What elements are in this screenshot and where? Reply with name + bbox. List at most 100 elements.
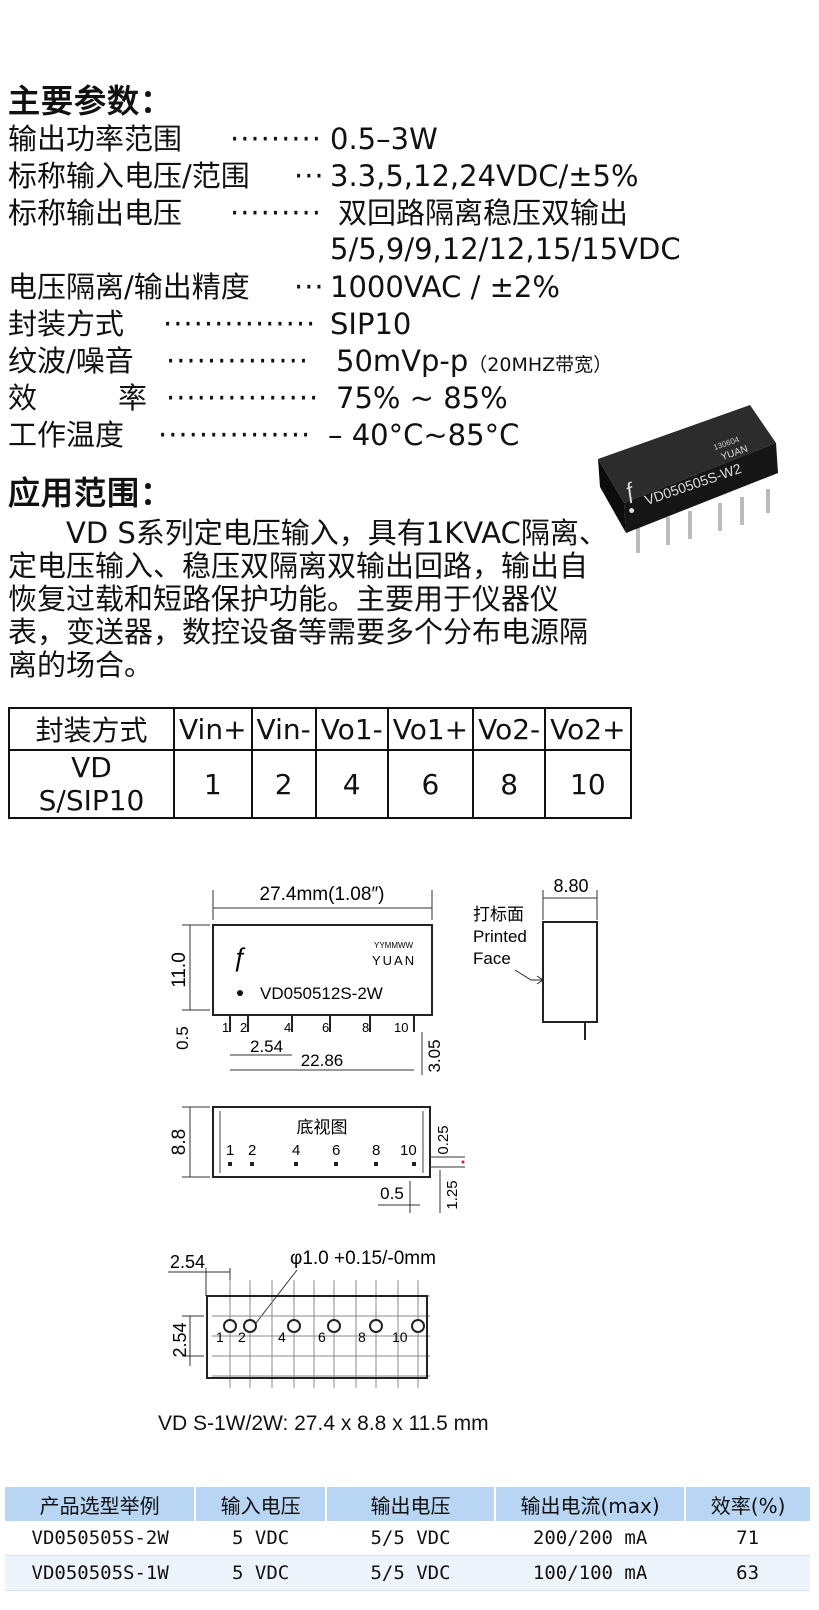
param-dots: ········· (230, 196, 322, 230)
param-row: 封装方式···············SIP10 (8, 307, 411, 341)
param-value: 双回路隔离稳压双输出 (338, 196, 629, 230)
table-cell: 5/5 VDC (325, 1521, 496, 1556)
param-value: 50mVp-p (336, 344, 469, 378)
param-value: 75% ~ 85% (336, 381, 508, 415)
module-side (542, 921, 598, 1023)
table-cell: VD S/SIP10 (8, 749, 175, 819)
table-cell: 71 (685, 1521, 810, 1556)
param-value: 0.5–3W (330, 122, 438, 156)
param-value-line2: 5/5,9/9,12/12,15/15VDC (330, 232, 681, 266)
bottom-pin-label: 10 (400, 1142, 417, 1159)
pcb-pitch-x-label: 2.54 (170, 1252, 205, 1272)
table-header: 封装方式 (8, 707, 175, 751)
param-note: （20MHZ带宽） (468, 354, 613, 376)
table-cell: VD050505S-2W (5, 1521, 196, 1556)
front-width-label: 27.4mm(1.08″) (260, 884, 385, 905)
pcb-pin-label: 6 (318, 1329, 326, 1345)
param-row: 标称输出电压·········双回路隔离稳压双输出 (8, 196, 628, 230)
param-dots: ··············· (158, 418, 312, 452)
param-row: 电压隔离/输出精度···1000VAC / ±2% (8, 270, 560, 304)
hole-label: φ1.0 +0.15/-0mm (290, 1248, 436, 1269)
param-row: 工作温度 ··············· – 40°C~85°C (8, 418, 519, 452)
bottom-offset-label: 0.25 (435, 1125, 452, 1154)
table-cell: 1 (173, 749, 253, 819)
bottom-pin-label: 2 (248, 1142, 256, 1159)
front-height-label: 11.0 (169, 952, 190, 988)
side-width-label: 8.80 (553, 876, 588, 896)
pcb-footprint-drawing: φ1.0 +0.15/-0mm 2.54 2.54 1 2 4 6 8 10 (168, 1248, 436, 1388)
param-value: 1000VAC / ±2% (330, 270, 560, 304)
table-cell: 5 VDC (195, 1555, 326, 1591)
table-cell: 100/100 mA (495, 1555, 686, 1591)
front-pin-label: 4 (284, 1020, 291, 1035)
pin-set (636, 489, 770, 553)
table-row: 产品选型举例 输入电压 输出电压 输出电流(max) 效率(%) (5, 1487, 810, 1521)
param-label: 标称输入电压/范围 (8, 159, 250, 193)
table-row: VD S/SIP10 1 2 4 6 8 10 (8, 749, 632, 819)
bottom-view-drawing: 8.8 底视图 1 2 4 6 8 10 0.25 0.5 1.25 (169, 1106, 465, 1213)
table-header: 产品选型举例 (5, 1487, 197, 1521)
pcb-pin-label: 8 (358, 1329, 366, 1345)
front-gap-label: 0.5 (173, 1026, 192, 1050)
table-cell: 10 (544, 749, 632, 819)
table-header: Vo2- (472, 707, 547, 751)
printed-face-cn: 打标面 (473, 905, 524, 924)
pcb-pin-label: 1 (216, 1329, 224, 1345)
table-cell: 63 (685, 1555, 810, 1591)
bottom-pin-label: 6 (332, 1142, 340, 1159)
param-label: 电压隔离/输出精度 (8, 270, 250, 304)
param-label: 工作温度 (8, 418, 125, 452)
pcb-outline (206, 1295, 428, 1379)
application-text: VD S系列定电压输入，具有1KVAC隔离、定电压输入、稳压双隔离双输出回路，输… (8, 516, 608, 682)
table-header: Vo1- (314, 707, 389, 751)
spec-table: 产品选型举例 输入电压 输出电压 输出电流(max) 效率(%) VD05050… (5, 1487, 810, 1591)
product-photo: ƒ 130604 YUAN VD050505S-W2 (598, 405, 778, 553)
table-header: 效率(%) (685, 1487, 810, 1521)
front-pin-label: 1 (222, 1020, 229, 1035)
table-row: 封装方式 Vin+ Vin- Vo1- Vo1+ Vo2- Vo2+ (8, 707, 632, 751)
bottom-height-label: 8.8 (169, 1129, 190, 1155)
bottom-row-label: 1.25 (444, 1180, 461, 1209)
param-value: – 40°C~85°C (328, 418, 520, 452)
module-body (212, 924, 433, 1016)
table-header: Vin- (250, 707, 317, 751)
param-value: 3.3,5,12,24VDC/±5% (330, 159, 639, 193)
table-header: 输出电流(max) (495, 1487, 687, 1521)
front-pin-label: 10 (394, 1020, 408, 1035)
front-date-code: YYMMWW (374, 941, 414, 950)
param-label: 输出功率范围 (8, 122, 183, 156)
pcb-pin-label: 4 (278, 1329, 286, 1345)
front-part: VD050512S-2W (260, 984, 383, 1003)
param-dots: ··············· (163, 307, 317, 341)
table-cell: 200/200 mA (495, 1521, 686, 1556)
table-cell: 8 (472, 749, 547, 819)
param-dots: ··· (294, 159, 325, 193)
front-pin-label: 2 (240, 1020, 247, 1035)
param-label: 效 率 (8, 381, 174, 415)
bottom-pin-label: 1 (226, 1142, 234, 1159)
bottom-pin-label: 8 (372, 1142, 380, 1159)
module-bottom (212, 1106, 431, 1178)
table-cell: 6 (386, 749, 475, 819)
table-cell: 5 VDC (195, 1521, 326, 1556)
front-pitch-label: 2.54 (250, 1037, 283, 1056)
front-pin-label: 6 (322, 1020, 329, 1035)
application-title: 应用范围： (8, 474, 174, 512)
front-pin-len-label: 3.05 (425, 1039, 444, 1072)
pcb-pin-label: 2 (238, 1329, 246, 1345)
table-header: Vin+ (173, 707, 253, 751)
table-row: VD050505S-1W 5 VDC 5/5 VDC 100/100 mA 63 (5, 1555, 810, 1591)
front-brand: YUAN (372, 953, 416, 968)
pcb-pin-label: 10 (392, 1329, 408, 1345)
param-row: 标称输入电压/范围 ···3.3,5,12,24VDC/±5% (8, 159, 639, 193)
param-label: 封装方式 (8, 307, 125, 341)
brand-logo-icon: ƒ (232, 942, 246, 972)
param-dots: ·············· (166, 344, 310, 378)
side-view-drawing: 8.80 打标面 Printed Face (473, 876, 598, 1040)
table-cell: 2 (250, 749, 317, 819)
table-row: VD050505S-2W 5 VDC 5/5 VDC 200/200 mA 71 (5, 1521, 810, 1556)
table-cell: VD050505S-1W (5, 1555, 196, 1591)
front-pin-label: 8 (362, 1020, 369, 1035)
table-header: 输出电压 (325, 1487, 497, 1521)
main-params-title: 主要参数： (8, 82, 174, 120)
